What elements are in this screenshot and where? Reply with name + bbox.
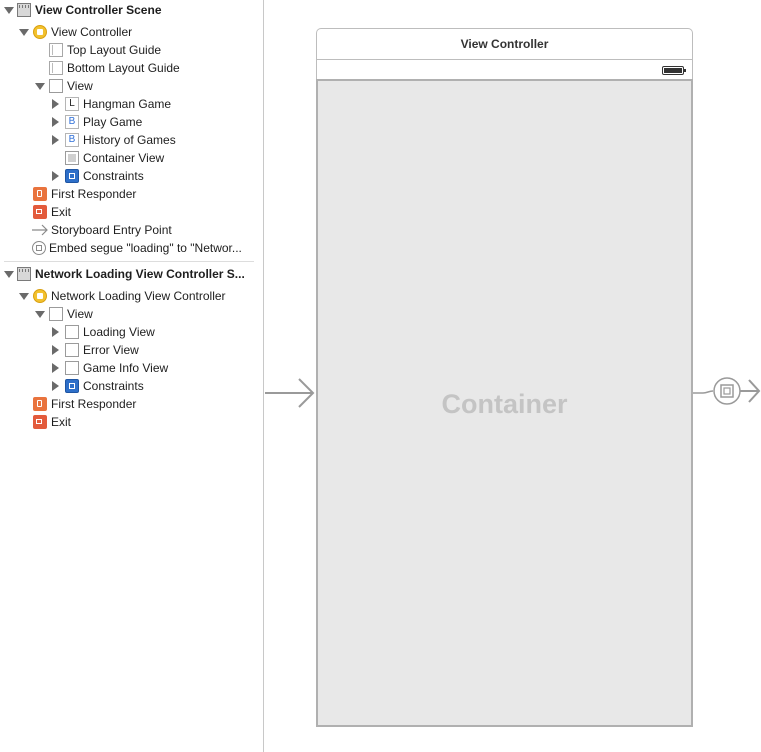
outline-row-storyboard-entry-point[interactable]: Storyboard Entry Point [0,221,262,239]
outline-row-view[interactable]: View [0,305,262,323]
outline-label: View [67,79,93,93]
outline-label: View [67,307,93,321]
outline-row-view-controller-scene[interactable]: View Controller Scene [0,1,262,19]
outline-label: First Responder [51,187,137,201]
layout-guide-icon [49,61,63,75]
disclosure-triangle-icon[interactable] [52,327,59,337]
outline-label: Hangman Game [83,97,172,111]
constraints-icon [65,169,79,183]
outline-row-history-of-games[interactable]: B History of Games [0,131,262,149]
view-icon [65,361,79,375]
outline-row-network-loading-scene[interactable]: Network Loading View Controller S... [0,265,262,283]
outline-label: Network Loading View Controller S... [35,267,245,281]
disclosure-triangle-icon[interactable] [52,99,59,109]
outline-label: Constraints [83,169,144,183]
button-icon: B [65,133,79,147]
view-icon [65,343,79,357]
embed-segue-connector[interactable] [693,374,761,408]
outline-label: Storyboard Entry Point [51,223,172,237]
segue-icon [32,241,46,255]
document-outline: View Controller Scene View Controller To… [0,0,264,752]
outline-row-game-info-view[interactable]: Game Info View [0,359,262,377]
scene-title-bar[interactable]: View Controller [316,28,693,59]
outline-row-constraints[interactable]: Constraints [0,377,262,395]
view-icon [49,79,63,93]
view-icon [65,325,79,339]
container-placeholder-label: Container [441,389,568,419]
scene-divider [4,261,254,262]
exit-icon [33,415,47,429]
outline-row-network-loading-view-controller[interactable]: Network Loading View Controller [0,287,262,305]
button-icon: B [65,115,79,129]
first-responder-icon [33,397,47,411]
status-bar [316,59,693,80]
outline-label: Embed segue "loading" to "Networ... [49,241,242,255]
disclosure-triangle-icon[interactable] [4,271,14,278]
container-view[interactable]: Container [316,79,693,727]
disclosure-triangle-icon[interactable] [35,311,45,318]
outline-row-first-responder[interactable]: First Responder [0,185,262,203]
outline-row-view-controller[interactable]: View Controller [0,23,262,41]
disclosure-triangle-icon[interactable] [52,345,59,355]
outline-row-constraints[interactable]: Constraints [0,167,262,185]
disclosure-triangle-icon[interactable] [19,29,29,36]
scene-icon [17,3,31,17]
outline-row-error-view[interactable]: Error View [0,341,262,359]
outline-row-exit[interactable]: Exit [0,413,262,431]
exit-icon [33,205,47,219]
outline-label: Error View [83,343,139,357]
initial-view-controller-arrow-icon[interactable] [265,376,317,410]
outline-row-first-responder[interactable]: First Responder [0,395,262,413]
outline-label: View Controller Scene [35,3,162,17]
outline-row-bottom-layout-guide[interactable]: Bottom Layout Guide [0,59,262,77]
battery-icon [662,66,686,75]
outline-label: Bottom Layout Guide [67,61,180,75]
view-controller-icon [33,289,47,303]
disclosure-triangle-icon[interactable] [19,293,29,300]
view-controller-scene[interactable]: View Controller Container [316,28,693,728]
disclosure-triangle-icon[interactable] [52,381,59,391]
outline-label: View Controller [51,25,133,39]
outline-label: Exit [51,205,72,219]
view-controller-icon [33,25,47,39]
outline-label: Play Game [83,115,143,129]
container-view-icon [65,151,79,165]
outline-label: Constraints [83,379,144,393]
disclosure-triangle-icon[interactable] [52,171,59,181]
disclosure-triangle-icon[interactable] [52,363,59,373]
first-responder-icon [33,187,47,201]
outline-label: First Responder [51,397,137,411]
outline-label: Game Info View [83,361,169,375]
disclosure-triangle-icon[interactable] [52,135,59,145]
view-icon [49,307,63,321]
outline-row-container-view[interactable]: Container View [0,149,262,167]
scene-icon [17,267,31,281]
outline-row-exit[interactable]: Exit [0,203,262,221]
outline-row-play-game[interactable]: B Play Game [0,113,262,131]
outline-row-top-layout-guide[interactable]: Top Layout Guide [0,41,262,59]
storyboard-canvas[interactable]: View Controller Container [265,0,761,752]
outline-label: Container View [83,151,165,165]
outline-label: Exit [51,415,72,429]
disclosure-triangle-icon[interactable] [52,117,59,127]
outline-label: Top Layout Guide [67,43,162,57]
outline-label: History of Games [83,133,176,147]
disclosure-triangle-icon[interactable] [35,83,45,90]
constraints-icon [65,379,79,393]
outline-row-loading-view[interactable]: Loading View [0,323,262,341]
entry-arrow-icon [32,224,48,236]
outline-row-view[interactable]: View [0,77,262,95]
outline-label: Network Loading View Controller [51,289,226,303]
outline-row-embed-segue[interactable]: Embed segue "loading" to "Networ... [0,239,262,257]
outline-row-hangman-game[interactable]: L Hangman Game [0,95,262,113]
layout-guide-icon [49,43,63,57]
outline-label: Loading View [83,325,155,339]
label-icon: L [65,97,79,111]
disclosure-triangle-icon[interactable] [4,7,14,14]
